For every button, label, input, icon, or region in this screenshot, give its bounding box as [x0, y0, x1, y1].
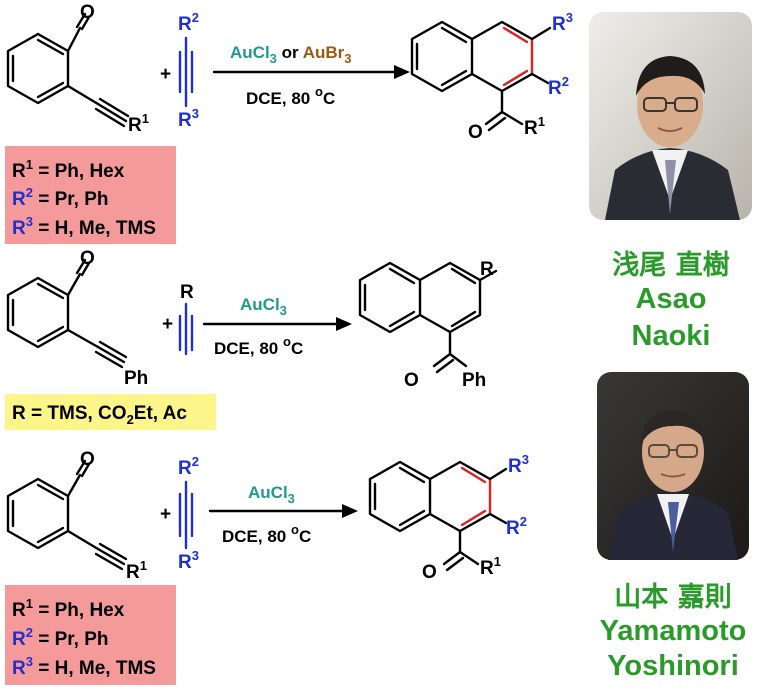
reaction-2-conditions: DCE, 80 oC: [214, 334, 303, 358]
asao-name-japanese: 浅尾 直樹: [612, 250, 729, 281]
product-r1-label: R1: [524, 114, 545, 139]
reaction-3-catalyst: AuCl3: [248, 483, 295, 506]
reaction-3-product: R3 R2 O R1: [368, 452, 529, 583]
product-carbonyl-oxygen: O: [422, 562, 437, 583]
product-phenyl-label: Ph: [462, 370, 486, 391]
reaction-2-substituent-box: R = TMS, CO2Et, Ac: [5, 394, 216, 430]
product-r1-label: R1: [480, 554, 501, 579]
yamamoto-name-given: Yamamoto: [600, 615, 747, 647]
reaction-3-alkyne: R2 R3: [178, 454, 199, 573]
plus-sign: +: [160, 504, 171, 525]
aldehyde-oxygen-label: O: [80, 449, 95, 470]
product-carbonyl-oxygen: O: [468, 122, 483, 143]
box-1-line-2: R2 = Pr, Ph: [12, 185, 108, 210]
portrait-yamamoto: [597, 372, 749, 560]
asao-name-given: Asao: [636, 283, 707, 315]
reaction-3-arrow: AuCl3 DCE, 80 oC: [208, 483, 358, 546]
box-2-line-1: R = TMS, CO2Et, Ac: [12, 403, 187, 427]
reaction-1: O R1 + R2 R3 AuCl3 or AuBr3 DCE, 80 oC: [5, 2, 573, 244]
reaction-2-catalyst: AuCl3: [240, 295, 287, 318]
r3-label: R3: [178, 548, 199, 573]
reaction-1-substituent-box: R1 = Ph, Hex R2 = Pr, Ph R3 = H, Me, TMS: [5, 146, 176, 244]
yamamoto-name-family: Yoshinori: [607, 650, 739, 682]
r-label: R: [180, 282, 194, 303]
product-r3-label: R3: [552, 10, 573, 35]
box-1-line-1: R1 = Ph, Hex: [12, 157, 125, 182]
reaction-3-substituent-box: R1 = Ph, Hex R2 = Pr, Ph R3 = H, Me, TMS: [5, 585, 176, 685]
reaction-2: O Ph + R AuCl3 DCE, 80 oC: [5, 248, 498, 430]
box-1-line-3: R3 = H, Me, TMS: [12, 214, 156, 239]
box-3-line-2: R2 = Pr, Ph: [12, 625, 108, 650]
reaction-1-alkyne: R2 R3: [178, 10, 199, 131]
reaction-1-product: R3 R2 O R1: [410, 10, 573, 143]
yamamoto-name-japanese: 山本 嘉則: [614, 582, 731, 613]
product-r2-label: R2: [548, 74, 569, 99]
r2-label: R2: [178, 10, 199, 35]
asao-name-family: Naoki: [632, 320, 711, 352]
reaction-3-conditions: DCE, 80 oC: [222, 522, 311, 546]
r1-label: R1: [128, 111, 149, 136]
reaction-1-catalyst: AuCl3 or AuBr3: [230, 43, 352, 66]
product-r-label: R: [480, 259, 494, 280]
phenyl-label: Ph: [124, 368, 148, 389]
reaction-1-start-material: O R1: [6, 2, 149, 136]
reaction-2-arrow: AuCl3 DCE, 80 oC: [202, 295, 352, 358]
aldehyde-oxygen-label: O: [80, 248, 95, 269]
reaction-3-start-material: O R1: [6, 449, 147, 583]
portrait-asao: [589, 12, 752, 220]
reaction-1-arrow: AuCl3 or AuBr3 DCE, 80 oC: [212, 43, 410, 108]
reaction-2-alkyne: R: [178, 282, 194, 356]
plus-sign: +: [162, 314, 173, 335]
product-r3-label: R3: [508, 452, 529, 477]
product-carbonyl-oxygen: O: [404, 370, 419, 391]
product-r2-label: R2: [506, 514, 527, 539]
r1-label: R1: [126, 558, 147, 583]
reaction-2-product: R O Ph: [358, 259, 498, 391]
plus-sign: +: [160, 64, 171, 85]
box-3-line-1: R1 = Ph, Hex: [12, 596, 125, 621]
box-3-line-3: R3 = H, Me, TMS: [12, 654, 156, 679]
aldehyde-oxygen-label: O: [80, 2, 95, 23]
r2-label: R2: [178, 454, 199, 479]
reaction-3: O R1 + R2 R3 AuCl3 DCE, 80 oC: [5, 449, 529, 685]
reaction-1-conditions: DCE, 80 oC: [246, 84, 335, 108]
reaction-2-start-material: O Ph: [6, 248, 148, 389]
r3-label: R3: [178, 106, 199, 131]
